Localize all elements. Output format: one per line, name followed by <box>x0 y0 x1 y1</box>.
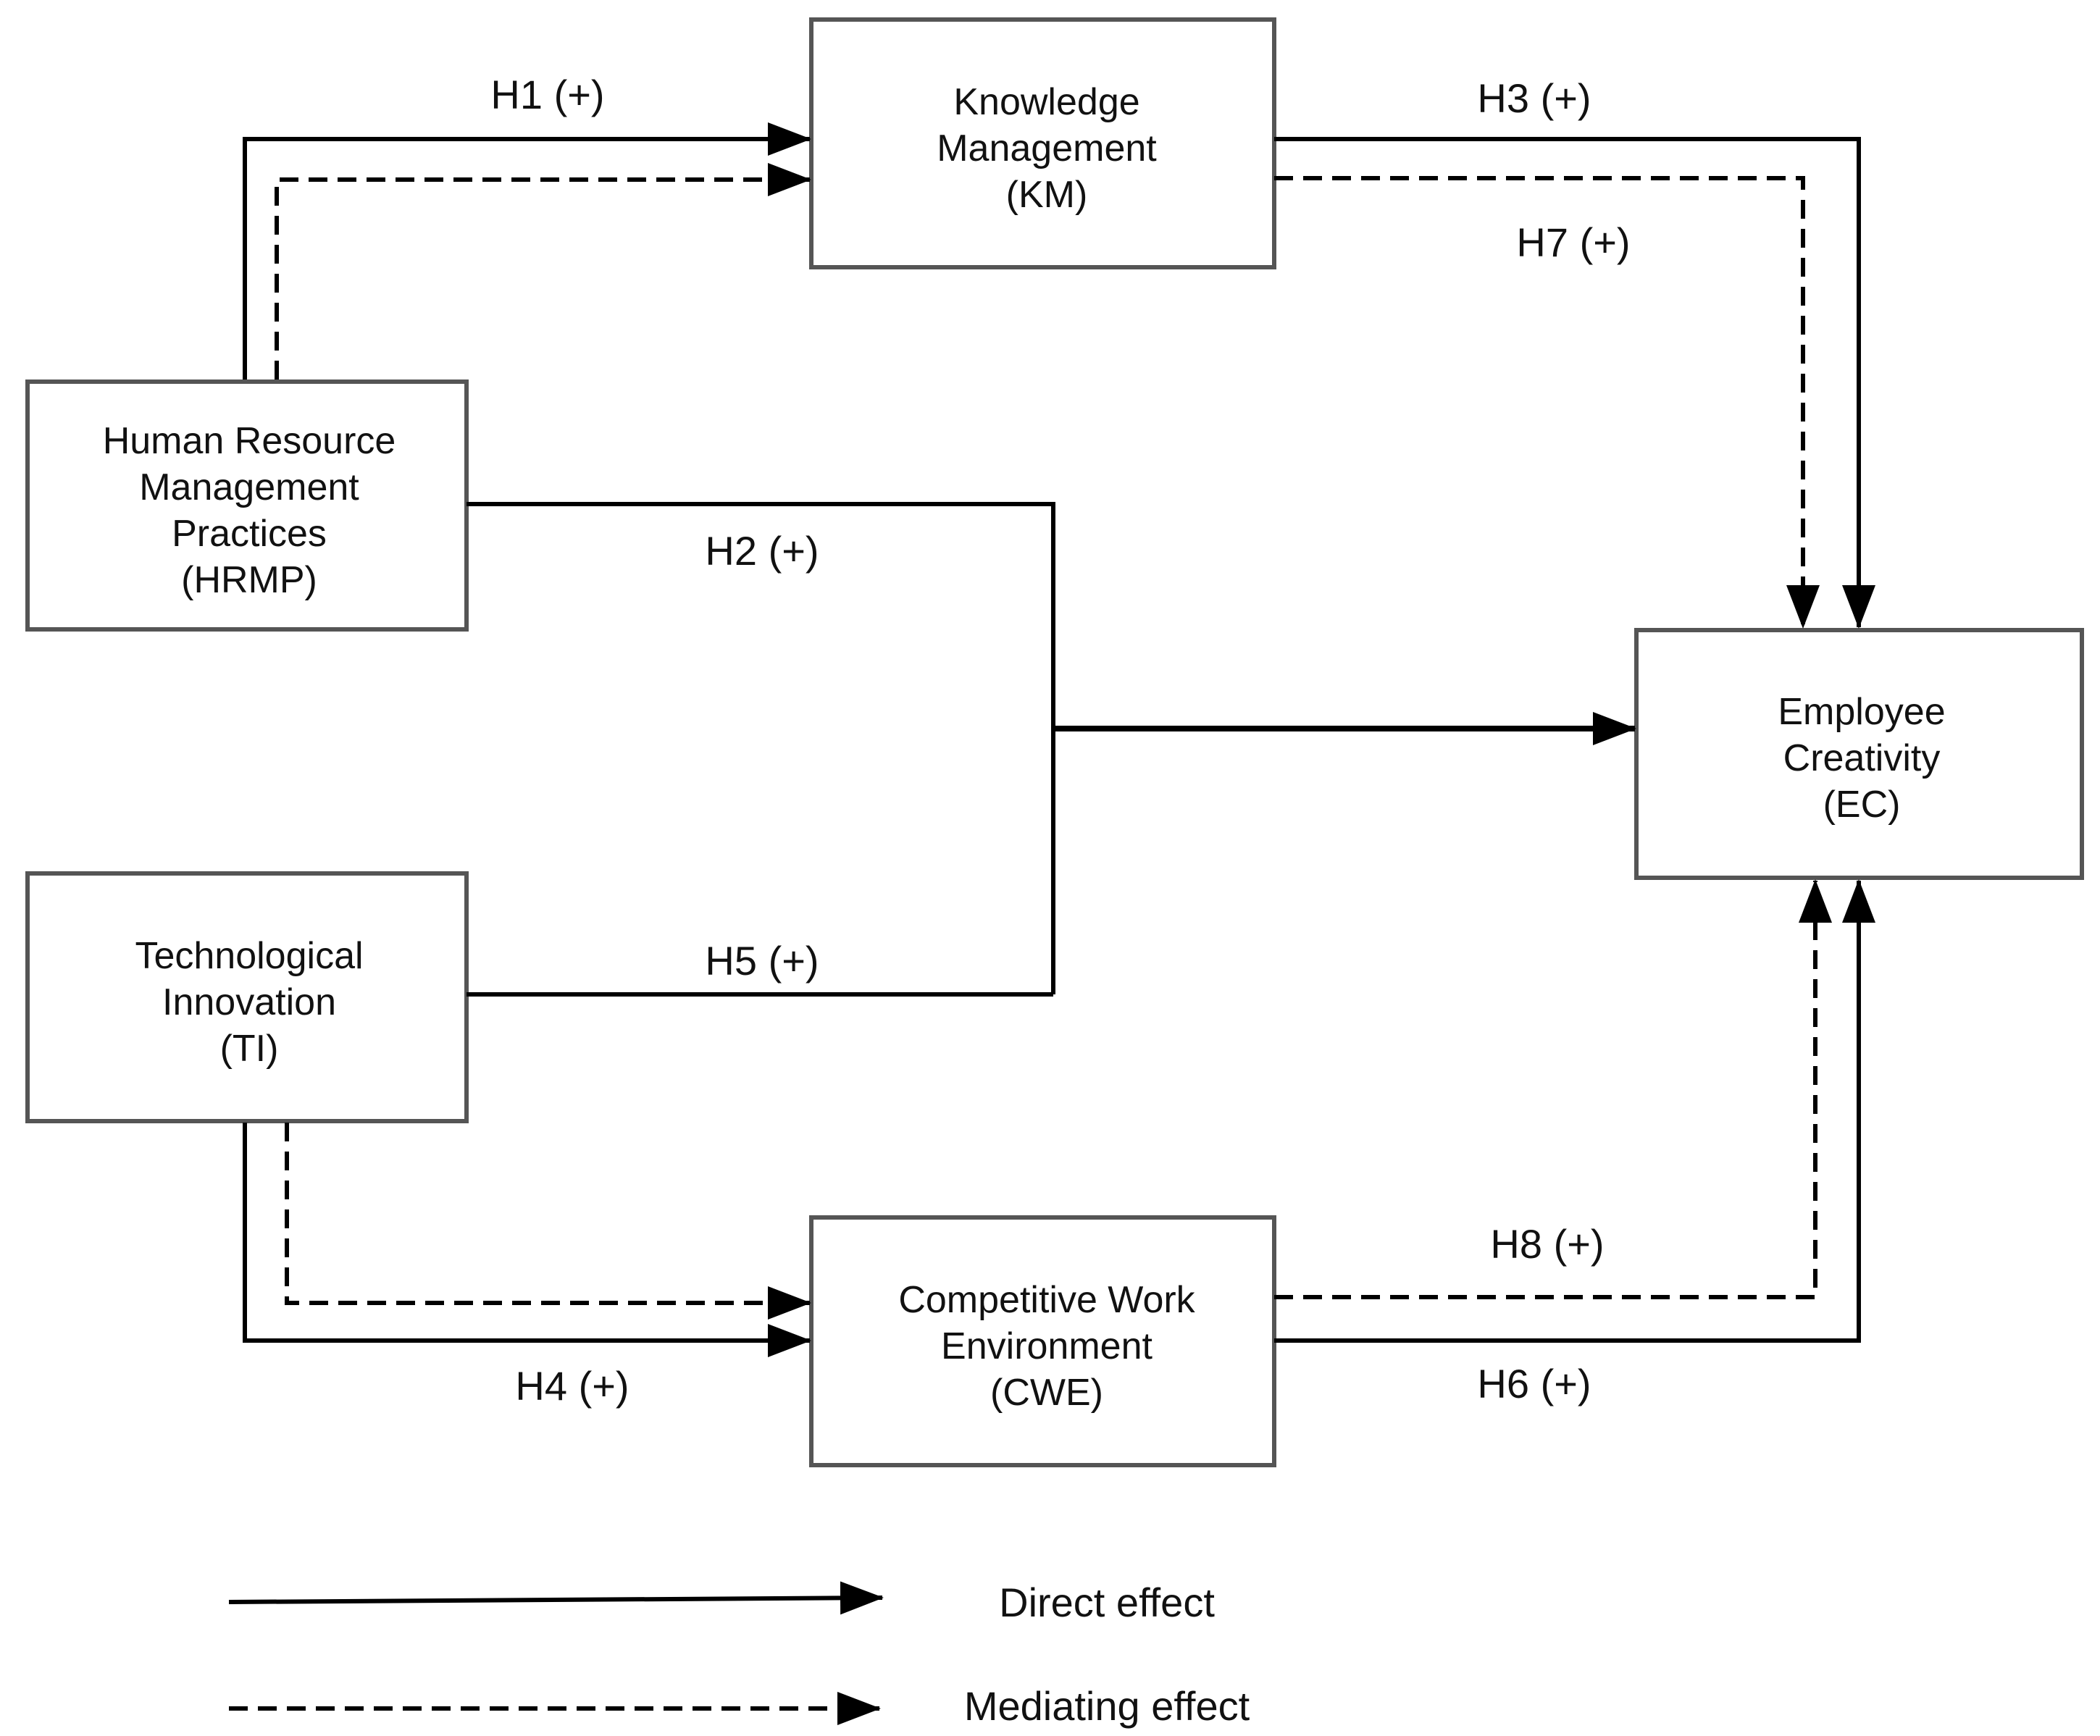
label-h2: H2 (+) <box>705 528 819 574</box>
label-h7: H7 (+) <box>1516 219 1630 265</box>
path-h2-direct <box>467 502 1055 994</box>
path-h8-mediating <box>1274 879 1832 1299</box>
node-ec-line-2: Creativity <box>1783 737 1941 779</box>
node-knowledge-management: Knowledge Management (KM) <box>809 17 1276 269</box>
path-ti-cwe-mediating <box>285 1123 811 1320</box>
path-h6-direct <box>1274 879 1875 1343</box>
node-cwe-line-1: Competitive Work <box>898 1279 1195 1321</box>
node-km-line-1: Knowledge <box>953 81 1139 123</box>
node-technological-innovation: Technological Innovation (TI) <box>25 871 469 1123</box>
path-h7-mediating <box>1274 176 1820 629</box>
node-cwe-line-3: (CWE) <box>990 1372 1103 1414</box>
path-h3-direct <box>1274 137 1875 629</box>
label-h6: H6 (+) <box>1477 1361 1591 1406</box>
path-h4-direct <box>243 1123 811 1357</box>
node-cwe-line-2: Environment <box>941 1325 1153 1367</box>
path-h1-direct <box>243 122 811 380</box>
node-ec-line-1: Employee <box>1778 691 1945 733</box>
node-ti-line-2: Innovation <box>162 981 336 1023</box>
node-hrmp-line-2: Management <box>139 466 359 508</box>
node-km-line-2: Management <box>937 127 1157 169</box>
node-hrmp-line-3: Practices <box>172 513 327 555</box>
legend-direct-label: Direct effect <box>999 1580 1215 1625</box>
node-hrmp-line-1: Human Resource <box>103 420 396 462</box>
label-h8: H8 (+) <box>1490 1221 1604 1267</box>
node-ti-line-3: (TI) <box>220 1028 279 1070</box>
legend-direct-line <box>228 1581 884 1615</box>
node-ti-line-1: Technological <box>135 935 363 977</box>
node-competitive-work-environment: Competitive Work Environment (CWE) <box>809 1215 1276 1467</box>
label-h5: H5 (+) <box>705 938 819 984</box>
node-ec-line-3: (EC) <box>1823 784 1901 826</box>
node-km-line-3: (KM) <box>1006 174 1088 216</box>
legend: Direct effect Mediating effect <box>228 1580 1250 1729</box>
node-employee-creativity: Employee Creativity (EC) <box>1634 628 2084 880</box>
legend-mediating-label: Mediating effect <box>964 1683 1250 1729</box>
label-h3: H3 (+) <box>1477 75 1591 121</box>
node-hrmp-line-4: (HRMP) <box>181 559 317 601</box>
label-h1: H1 (+) <box>490 72 604 117</box>
path-hrmp-km-mediating <box>275 163 811 380</box>
label-h4: H4 (+) <box>515 1363 629 1409</box>
node-human-resource-management-practices: Human Resource Management Practices (HRM… <box>25 380 469 632</box>
